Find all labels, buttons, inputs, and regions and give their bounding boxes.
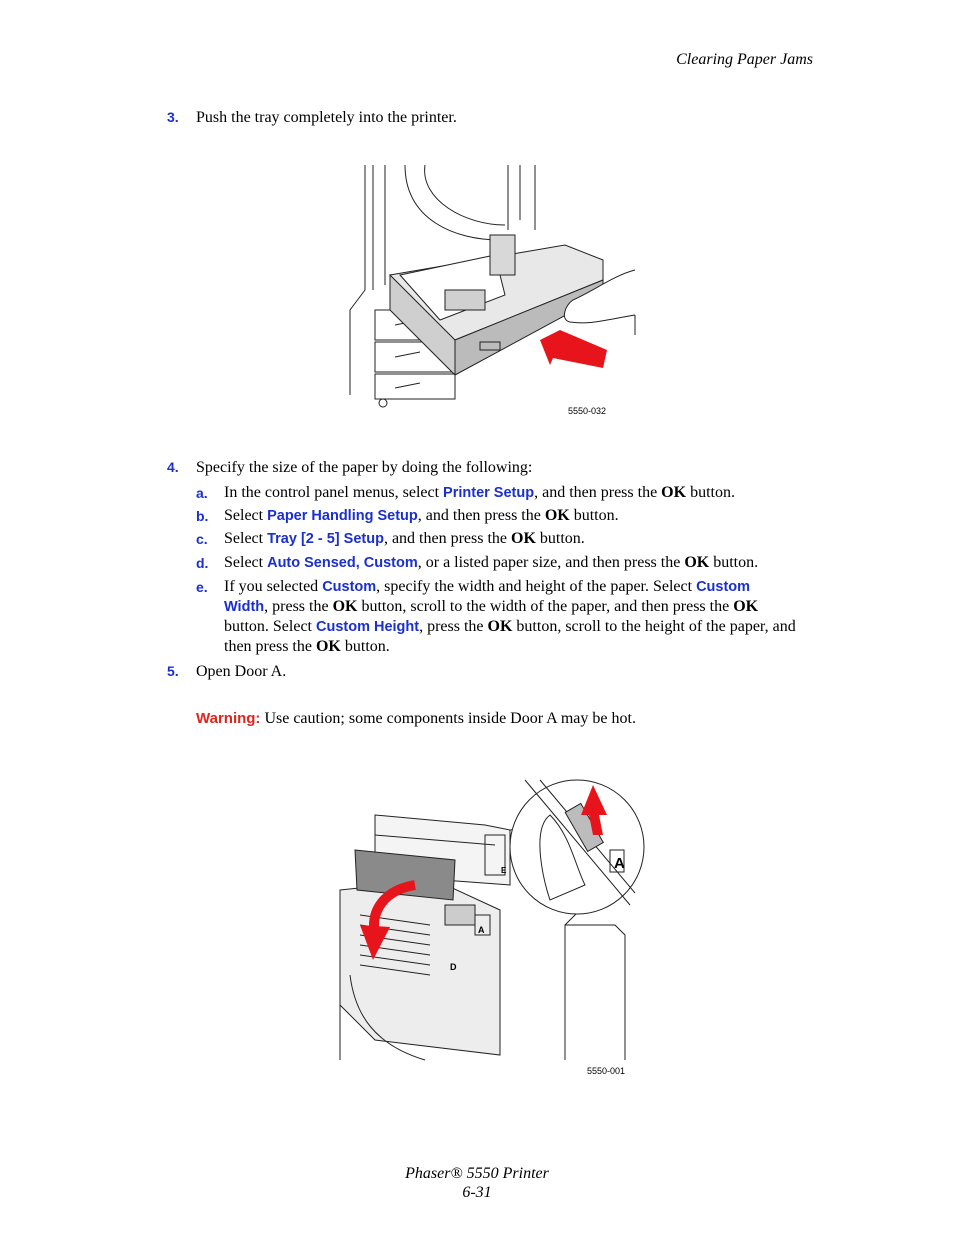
menu-printer-setup: Printer Setup bbox=[443, 485, 535, 501]
step-4e-t7: button, scroll to the height of the pape… bbox=[224, 618, 796, 655]
step-3-text: Push the tray completely into the printe… bbox=[196, 109, 457, 126]
ok-label: OK bbox=[661, 484, 687, 501]
figure-1-caption: 5550-032 bbox=[568, 406, 607, 416]
menu-custom: Custom bbox=[322, 579, 377, 595]
warning-text: Use caution; some components inside Door… bbox=[260, 710, 636, 727]
step-4-number: 4. bbox=[167, 459, 179, 475]
page-footer: Phaser® 5550 Printer 6-31 bbox=[0, 1164, 954, 1202]
door-a-label: A bbox=[614, 855, 625, 872]
footer-product: Phaser® 5550 Printer bbox=[405, 1165, 549, 1182]
step-4a-text: In the control panel menus, select Print… bbox=[224, 483, 804, 503]
step-4e-text: If you selected Custom, specify the widt… bbox=[224, 577, 796, 657]
ok-label: OK bbox=[487, 618, 513, 635]
step-4e-t4: button, scroll to the width of the paper… bbox=[357, 598, 734, 615]
menu-auto-sensed-custom: Auto Sensed, Custom bbox=[267, 555, 418, 571]
door-a-small-label: A bbox=[478, 925, 485, 935]
step-4d-t3: button. bbox=[709, 554, 759, 571]
step-5-text: Open Door A. bbox=[196, 663, 287, 680]
warning-note: Warning: Use caution; some components in… bbox=[196, 709, 796, 729]
menu-paper-handling-setup: Paper Handling Setup bbox=[267, 508, 418, 524]
ok-label: OK bbox=[511, 530, 536, 547]
step-4a-t2: , and then press the bbox=[534, 484, 662, 501]
step-4d-t2: , or a listed paper size, and then press… bbox=[417, 554, 685, 571]
step-4e-t8: button. bbox=[340, 638, 390, 655]
step-4d-t1: Select bbox=[224, 554, 268, 571]
step-4e-t5: button. Select bbox=[224, 618, 316, 635]
step-4e-letter: e. bbox=[196, 579, 208, 595]
menu-custom-width: Custom Width bbox=[224, 579, 751, 615]
step-4a-t1: In the control panel menus, select bbox=[224, 484, 444, 501]
ok-label: OK bbox=[332, 598, 358, 615]
step-4c-t3: button. bbox=[535, 530, 585, 547]
step-4c-t2: , and then press the bbox=[383, 530, 512, 547]
warning-label: Warning: bbox=[196, 710, 261, 727]
step-4e-t3: , press the bbox=[264, 598, 333, 615]
step-4c-letter: c. bbox=[196, 531, 208, 547]
ok-label: OK bbox=[684, 554, 710, 571]
step-4c-t1: Select bbox=[224, 530, 268, 547]
door-d-label: D bbox=[450, 962, 457, 972]
step-4e-t6: , press the bbox=[419, 618, 488, 635]
ok-label: OK bbox=[315, 638, 341, 655]
step-4b-text: Select Paper Handling Setup, and then pr… bbox=[224, 506, 804, 526]
footer-page-number: 6-31 bbox=[462, 1184, 492, 1201]
step-4b-t1: Select bbox=[224, 507, 268, 524]
step-3-number: 3. bbox=[167, 109, 179, 125]
step-4c-text: Select Tray [2 - 5] Setup, and then pres… bbox=[224, 529, 804, 549]
step-4e-t2: , specify the width and height of the pa… bbox=[376, 578, 697, 595]
menu-custom-height: Custom Height bbox=[315, 619, 420, 635]
running-header: Clearing Paper Jams bbox=[676, 51, 813, 68]
step-5-number: 5. bbox=[167, 663, 179, 679]
step-4e-t1: If you selected bbox=[224, 578, 323, 595]
step-4-text: Specify the size of the paper by doing t… bbox=[196, 459, 533, 476]
figure-tray-push bbox=[349, 164, 636, 408]
step-4a-letter: a. bbox=[196, 485, 208, 501]
figure-open-door-a: A A D E bbox=[339, 779, 645, 1061]
step-4b-t3: button. bbox=[569, 507, 619, 524]
step-4d-text: Select Auto Sensed, Custom, or a listed … bbox=[224, 553, 804, 573]
step-4b-letter: b. bbox=[196, 508, 209, 524]
ok-label: OK bbox=[544, 507, 570, 524]
menu-tray-setup: Tray [2 - 5] Setup bbox=[267, 531, 384, 547]
step-4a-t3: button. bbox=[686, 484, 735, 501]
step-4d-letter: d. bbox=[196, 555, 209, 571]
figure-2-caption: 5550-001 bbox=[587, 1066, 626, 1076]
door-e-label: E bbox=[501, 866, 507, 875]
ok-label: OK bbox=[733, 598, 759, 615]
step-4b-t2: , and then press the bbox=[417, 507, 545, 524]
